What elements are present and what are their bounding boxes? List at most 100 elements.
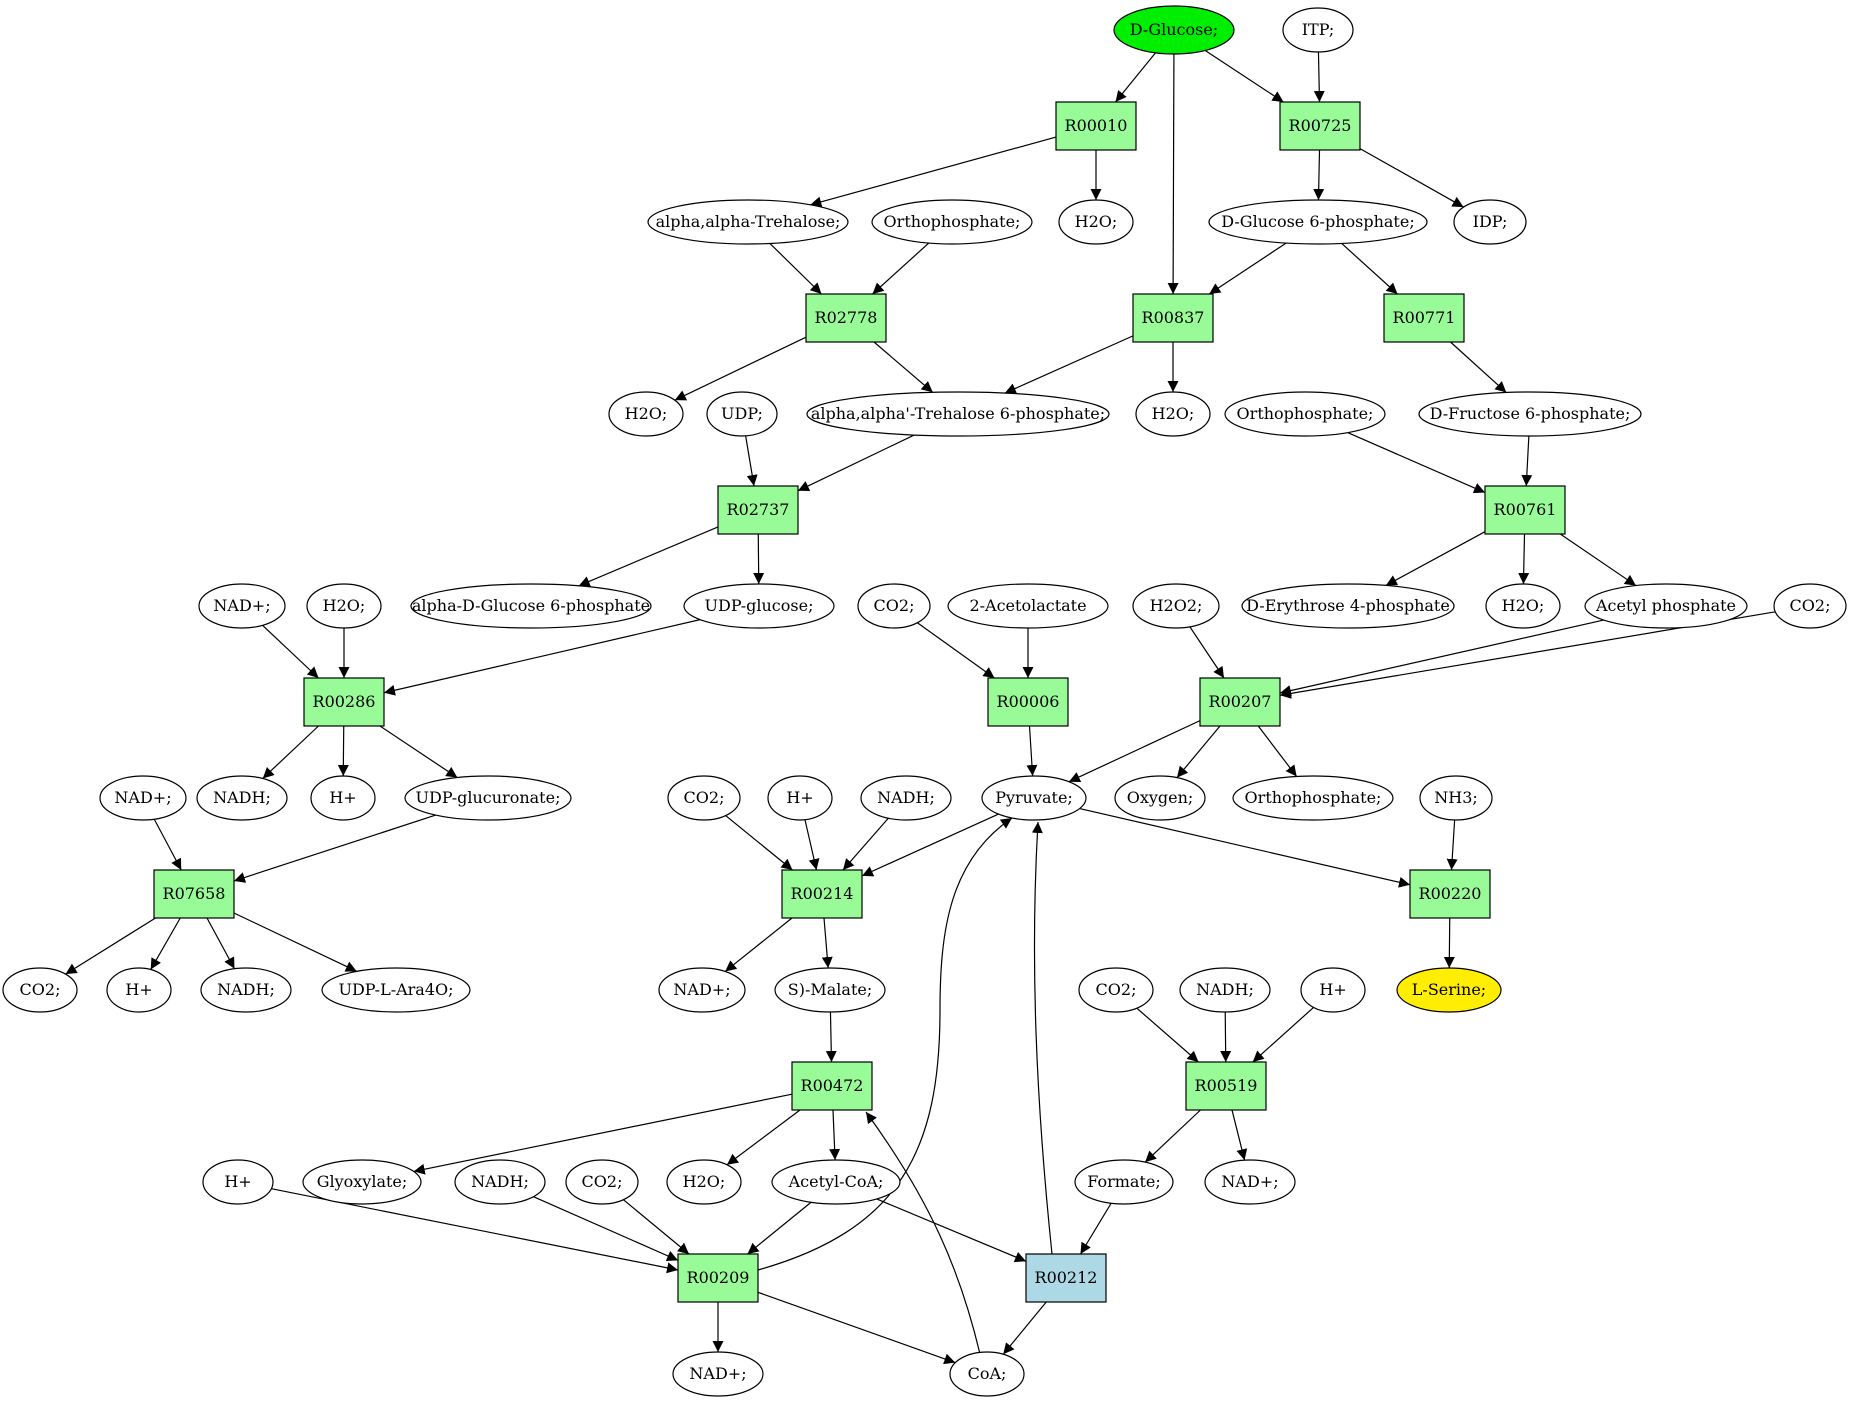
compound-node-nadh2: NADH;: [860, 775, 952, 821]
compound-ellipse: [666, 1159, 742, 1205]
node-label: CO2;: [20, 980, 61, 999]
node-label: Orthophosphate;: [1237, 404, 1374, 423]
node-label: H+: [224, 1172, 251, 1191]
compound-ellipse: [767, 775, 833, 821]
node-label: R00220: [1419, 884, 1482, 903]
edge-r00207-to-pi3: [1257, 725, 1298, 777]
compound-ellipse: [410, 583, 652, 629]
compound-ellipse: [1114, 775, 1206, 821]
edge-nadh5-to-r00209: [533, 1196, 679, 1261]
edge-r00519-to-fmt: [1144, 1109, 1201, 1163]
reaction-node-r00761: R00761: [1484, 485, 1566, 535]
compound-node-idp: IDP;: [1453, 199, 1527, 245]
node-label: R00212: [1035, 1268, 1098, 1287]
compound-ellipse: [1179, 967, 1271, 1013]
edge-r00209-to-coa: [757, 1291, 956, 1365]
reaction-node-r00214: R00214: [781, 869, 863, 919]
edge-itp-to-r00725: [1313, 51, 1325, 103]
compound-node-g6p: D-Glucose 6-phosphate;: [1208, 199, 1428, 245]
reaction-node-r00209: R00209: [677, 1253, 759, 1303]
node-label: NADH;: [1196, 980, 1254, 999]
compound-node-oxy: Oxygen;: [1114, 775, 1206, 821]
edge-h2o2c-to-r00207: [1189, 626, 1225, 679]
node-label: H2O;: [683, 1172, 726, 1191]
compound-node-h2o2: H2O;: [608, 391, 684, 437]
node-label: UDP-glucuronate;: [416, 788, 561, 807]
compound-ellipse: [1208, 199, 1428, 245]
edge-r00519-to-nad4: [1231, 1109, 1248, 1161]
node-label: UDP-glucose;: [705, 596, 814, 615]
compound-ellipse: [857, 583, 931, 629]
node-label: R02778: [815, 308, 878, 327]
node-label: S)-Malate;: [788, 980, 872, 999]
reaction-node-r00837: R00837: [1132, 293, 1214, 343]
compound-node-glx: Glyoxylate;: [302, 1159, 422, 1205]
node-label: R00214: [791, 884, 854, 903]
reaction-box: [987, 677, 1069, 727]
compound-ellipse: [1224, 391, 1386, 437]
compound-node-h2o4: H2O;: [306, 583, 382, 629]
node-label: D-Erythrose 4-phosphate: [1246, 596, 1450, 615]
node-label: L-Serine;: [1412, 980, 1486, 999]
compound-node-acoa: Acetyl-CoA;: [771, 1159, 901, 1205]
node-label: NAD+;: [689, 1364, 746, 1383]
node-label: Glyoxylate;: [317, 1172, 408, 1191]
compound-node-hp4: H+: [1300, 967, 1366, 1013]
node-label: UDP-L-Ara4O;: [338, 980, 453, 999]
node-label: CO2;: [582, 1172, 623, 1191]
edge-r00472-to-acoa: [829, 1109, 841, 1161]
reaction-box: [1199, 677, 1281, 727]
compound-ellipse: [200, 967, 292, 1013]
compound-ellipse: [871, 199, 1033, 245]
reaction-box: [1279, 101, 1361, 151]
edge-g6p-to-r00771: [1341, 243, 1398, 295]
compound-node-acl: 2-Acetolactate: [947, 583, 1109, 629]
node-label: IDP;: [1473, 212, 1508, 231]
edge-r00761-to-acp: [1559, 533, 1637, 587]
edge-acoa-to-r00209: [747, 1201, 812, 1255]
compound-node-nadh3: NADH;: [200, 967, 292, 1013]
edge-r07658-to-hp3: [150, 917, 181, 970]
edge-r07658-to-co2d: [65, 917, 156, 975]
compound-ellipse: [706, 391, 778, 437]
node-label: Acetyl phosphate: [1595, 596, 1736, 615]
edge-glc-to-r00837: [1167, 53, 1179, 295]
compound-ellipse: [1584, 583, 1748, 629]
compound-node-pi3: Orthophosphate;: [1232, 775, 1394, 821]
node-label: Orthophosphate;: [1245, 788, 1382, 807]
compound-ellipse: [1418, 391, 1642, 437]
compound-ellipse: [774, 967, 886, 1013]
node-label: R00837: [1142, 308, 1205, 327]
node-label: H+: [125, 980, 152, 999]
node-label: Acetyl-CoA;: [788, 1172, 884, 1191]
compound-ellipse: [1132, 583, 1220, 629]
reaction-box: [677, 1253, 759, 1303]
compound-node-f6p: D-Fructose 6-phosphate;: [1418, 391, 1642, 437]
compound-node-h2o2c: H2O2;: [1132, 583, 1220, 629]
edge-glc-to-r00010: [1115, 52, 1156, 103]
node-label: R00725: [1289, 116, 1352, 135]
compound-ellipse: [1074, 1159, 1174, 1205]
compound-ellipse: [2, 967, 78, 1013]
edge-co2c-to-r00214: [725, 815, 793, 871]
edge-r00472-to-h2o6: [726, 1109, 801, 1166]
edge-r00286-to-udpgu: [379, 725, 458, 779]
edge-g6p-to-r00837: [1208, 242, 1287, 295]
compound-ellipse: [310, 775, 376, 821]
node-label: NADH;: [213, 788, 271, 807]
edge-pyr-to-r00220: [1079, 807, 1411, 888]
compound-node-mal: S)-Malate;: [774, 967, 886, 1013]
reaction-box: [153, 869, 235, 919]
reaction-node-r07658: R07658: [153, 869, 235, 919]
compound-node-fmt: Formate;: [1074, 1159, 1174, 1205]
compound-ellipse: [1773, 583, 1847, 629]
compound-ellipse: [608, 391, 684, 437]
compound-node-h2o3: H2O;: [1135, 391, 1211, 437]
reaction-box: [1025, 1253, 1107, 1303]
edge-r00472-to-glx: [413, 1093, 793, 1175]
reaction-node-r02778: R02778: [805, 293, 887, 343]
edge-r00010-to-tre: [810, 136, 1057, 208]
compound-node-nad4: NAD+;: [1204, 1159, 1296, 1205]
edge-r00006-to-pyr: [1026, 725, 1038, 777]
edge-fmt-to-r00212: [1079, 1202, 1112, 1255]
